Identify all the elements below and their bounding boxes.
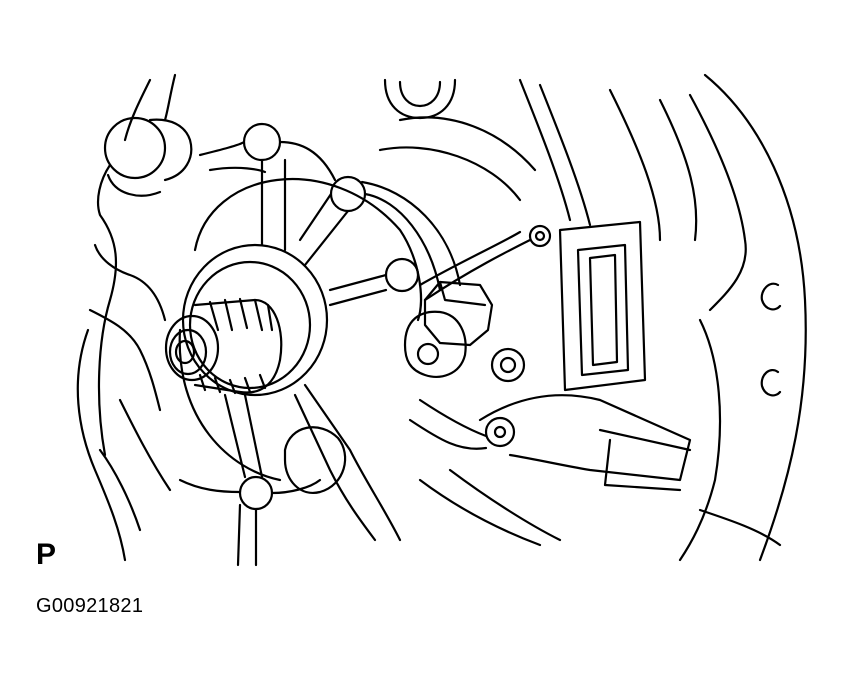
view-letter: P [36, 538, 57, 571]
boss-lower [283, 426, 347, 494]
case-outline-left-lower [76, 328, 127, 562]
hole-right-1 [760, 282, 782, 311]
bracket-slot [558, 220, 647, 392]
transaxle-case-illustration [76, 73, 807, 567]
boss-upper-left [103, 116, 167, 180]
input-shaft-splines [193, 298, 283, 394]
case-outline-left [96, 163, 118, 457]
washer [490, 347, 526, 383]
bolt-hole-right-upper [528, 224, 552, 248]
hub-outer-ring [181, 243, 329, 397]
input-shaft-end [164, 314, 220, 382]
sensor-body [403, 310, 467, 378]
hole-right-2 [760, 369, 782, 397]
case-outline-right [703, 73, 807, 562]
web-node-4 [238, 475, 274, 511]
sensor-hex-head [423, 280, 494, 347]
case-rib-left [123, 78, 152, 142]
web-node-1 [242, 122, 282, 162]
figure-code: G00921821 [36, 595, 144, 617]
web-node-2 [329, 175, 367, 213]
boss-top [383, 78, 457, 120]
web-node-3 [384, 257, 420, 293]
lower-bracket [478, 394, 692, 482]
